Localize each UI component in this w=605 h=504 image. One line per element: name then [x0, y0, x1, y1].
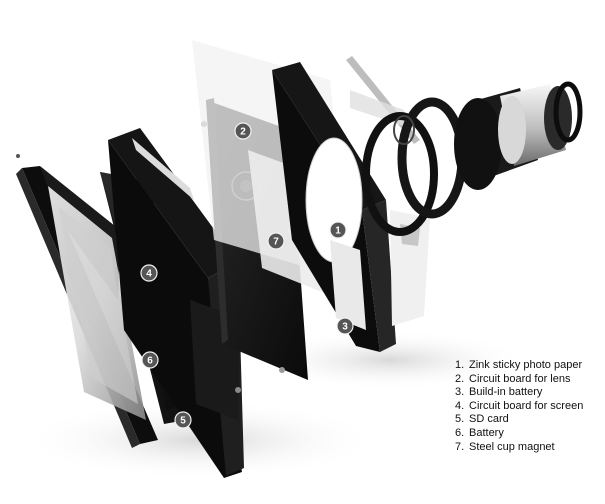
legend-number: 3. [455, 386, 465, 399]
legend-item: 5. SD card [455, 413, 605, 427]
legend-number: 2. [455, 372, 465, 385]
lens-assembly [362, 81, 583, 236]
svg-text:4: 4 [146, 269, 152, 280]
legend-text: Zink sticky photo paper [469, 359, 583, 371]
legend-item: 6. Battery [455, 427, 605, 441]
callout-3: 3 [336, 317, 354, 335]
legend-text: Build-in battery [469, 386, 543, 399]
callout-6: 6 [141, 351, 159, 369]
connector-strip [132, 138, 194, 200]
legend-item: 7. Steel cup magnet [455, 441, 605, 455]
callout-1: 1 [329, 221, 347, 239]
legend-text: Battery [469, 426, 504, 439]
svg-text:5: 5 [180, 416, 186, 427]
callout-7: 7 [267, 232, 285, 250]
legend-list: 1. Zink sticky photo paper 2. Circuit boar… [455, 359, 605, 454]
legend-text: SD card [469, 413, 509, 426]
callout-5: 5 [174, 411, 192, 429]
legend-item: 1. Zink sticky photo paper [455, 359, 605, 373]
svg-text:2: 2 [240, 127, 246, 138]
floor-shadow [250, 330, 530, 390]
side-module [346, 56, 430, 326]
legend-number: 7. [455, 440, 465, 453]
callout-4: 4 [140, 264, 158, 282]
svg-text:7: 7 [273, 237, 279, 248]
legend-number: 6. [455, 426, 465, 439]
legend-number: 4. [455, 399, 465, 412]
lens-clip [393, 115, 415, 145]
svg-text:3: 3 [342, 322, 348, 333]
legend-number: 1. [455, 359, 465, 371]
legend-item: 3. Build-in battery [455, 386, 605, 400]
legend-item: 2. Circuit board for lens [455, 373, 605, 387]
legend-number: 5. [455, 413, 465, 426]
legend-text: Steel cup magnet [469, 440, 555, 453]
legend-text: Circuit board for screen [469, 399, 584, 412]
svg-text:6: 6 [147, 356, 153, 367]
callout-2: 2 [234, 122, 252, 140]
svg-text:1: 1 [335, 226, 341, 237]
legend-item: 4. Circuit board for screen [455, 400, 605, 414]
legend-text: Circuit board for lens [469, 372, 571, 385]
rear-screen-frame [16, 154, 158, 448]
front-frame [272, 62, 396, 352]
